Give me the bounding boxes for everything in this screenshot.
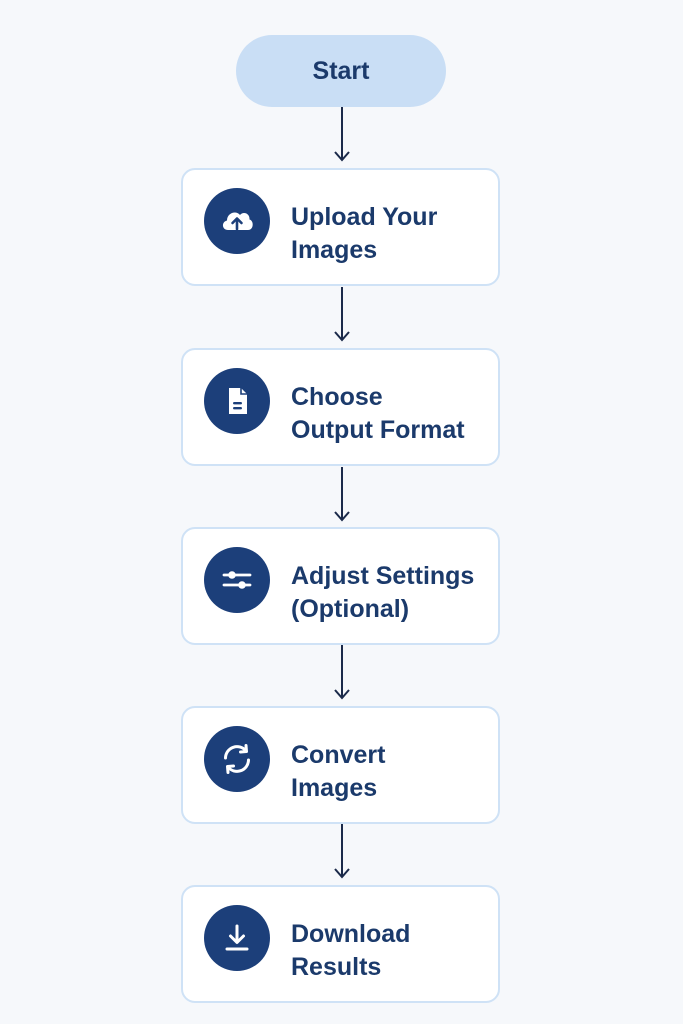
step-convert-images: Convert Images <box>181 706 500 824</box>
step-choose-format: Choose Output Format <box>181 348 500 466</box>
arrow-upload-to-format <box>332 287 352 343</box>
arrow-settings-to-convert <box>332 645 352 701</box>
step-upload-label: Upload Your Images <box>291 203 438 264</box>
arrow-format-to-settings <box>332 467 352 523</box>
sliders-icon <box>204 547 270 613</box>
document-icon <box>204 368 270 434</box>
step-convert-label: Convert Images <box>291 741 386 802</box>
arrow-convert-to-download <box>332 824 352 880</box>
download-icon <box>204 905 270 971</box>
cloud-upload-icon <box>204 188 270 254</box>
step-download-results: Download Results <box>181 885 500 1003</box>
arrow-start-to-upload <box>332 107 352 163</box>
refresh-icon <box>204 726 270 792</box>
step-format-label: Choose Output Format <box>291 383 465 444</box>
step-adjust-settings: Adjust Settings (Optional) <box>181 527 500 645</box>
start-node: Start <box>236 35 446 107</box>
start-label: Start <box>312 56 370 85</box>
step-settings-label: Adjust Settings (Optional) <box>291 562 475 623</box>
step-download-label: Download Results <box>291 920 411 981</box>
step-upload-images: Upload Your Images <box>181 168 500 286</box>
